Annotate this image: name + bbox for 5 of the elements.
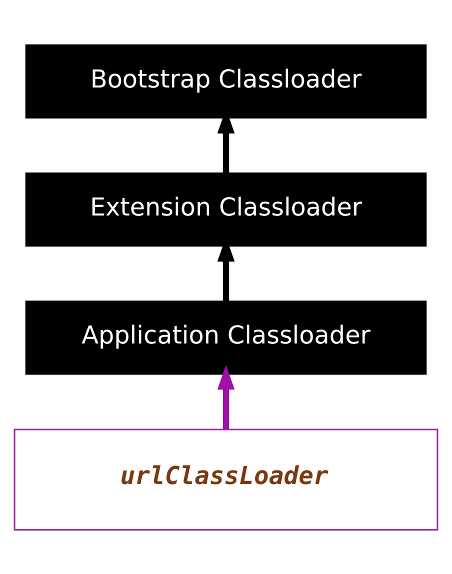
arrow xyxy=(217,364,235,429)
node-box: urlClassLoader xyxy=(14,428,438,530)
node-box: Extension Classloader xyxy=(25,172,427,246)
node-box: Bootstrap Classloader xyxy=(25,44,427,118)
node-box: Application Classloader xyxy=(25,300,427,374)
